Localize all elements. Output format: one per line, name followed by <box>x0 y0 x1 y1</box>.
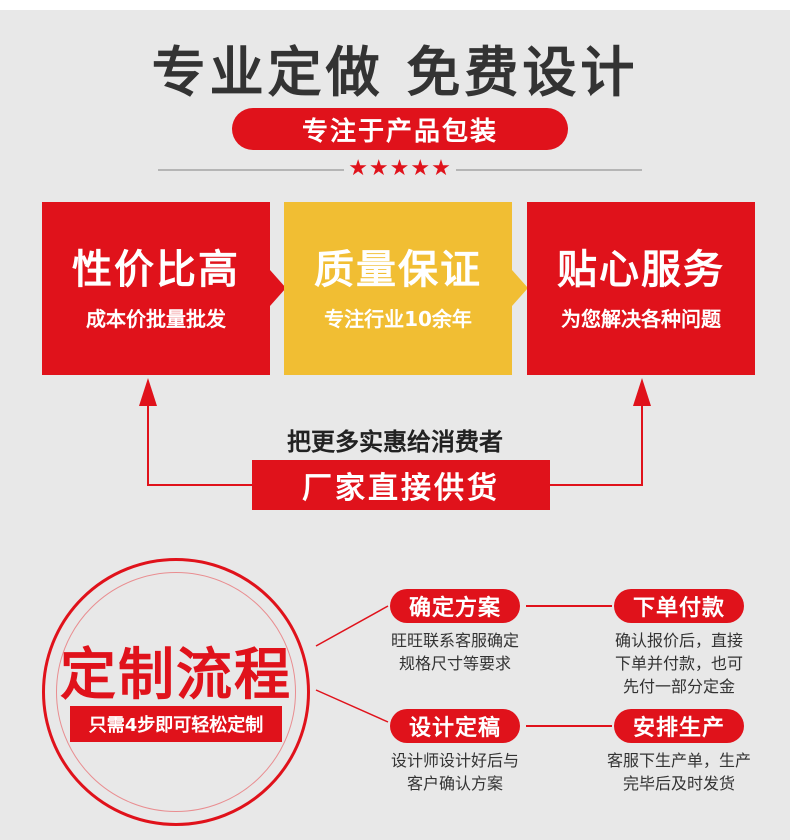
step-connector <box>526 725 612 727</box>
feature-card-service: 贴心服务 为您解决各种问题 <box>527 202 755 375</box>
feature-card-quality: 质量保证 专注行业10余年 <box>284 202 512 375</box>
process-circle <box>42 558 310 826</box>
feature-desc: 专注行业10余年 <box>324 307 472 331</box>
step-desc: 确认报价后，直接 下单并付款，也可 先付一部分定金 <box>590 629 768 698</box>
up-arrow-icon <box>633 378 651 406</box>
feature-title: 性价比高 <box>72 247 240 293</box>
feature-title: 贴心服务 <box>557 247 725 293</box>
desc-line: 完毕后及时发货 <box>622 774 735 793</box>
step-desc: 客服下生产单，生产 完毕后及时发货 <box>586 749 772 795</box>
flow-line <box>549 484 643 486</box>
subtitle-pill: 专注于产品包装 <box>232 108 568 150</box>
step-pill: 下单付款 <box>614 589 744 623</box>
step-desc: 设计师设计好后与 客户确认方案 <box>368 749 542 795</box>
step-pill: 设计定稿 <box>390 709 520 743</box>
divider-right <box>456 169 642 171</box>
step-pill: 安排生产 <box>614 709 744 743</box>
flow-line <box>641 404 643 486</box>
process-connector <box>315 605 389 723</box>
desc-line: 客户确认方案 <box>406 774 503 793</box>
process-title: 定制流程 <box>60 643 292 708</box>
desc-line: 客服下生产单，生产 <box>606 751 751 770</box>
top-strip <box>0 0 790 10</box>
feature-desc: 成本价批量批发 <box>86 307 226 331</box>
desc-line: 规格尺寸等要求 <box>398 654 511 673</box>
desc-line: 设计师设计好后与 <box>390 751 519 770</box>
factory-banner: 厂家直接供货 <box>252 460 550 510</box>
flow-line <box>147 404 149 486</box>
divider-left <box>158 169 344 171</box>
arrow-notch-icon <box>270 270 286 306</box>
feature-card-value: 性价比高 成本价批量批发 <box>42 202 270 375</box>
desc-line: 先付一部分定金 <box>622 677 735 696</box>
step-pill: 确定方案 <box>390 589 520 623</box>
tagline: 把更多实惠给消费者 <box>287 428 503 456</box>
flow-line <box>147 484 253 486</box>
feature-desc: 为您解决各种问题 <box>561 307 721 331</box>
page-headline: 专业定做 免费设计 <box>151 41 639 104</box>
desc-line: 确认报价后，直接 <box>614 631 743 650</box>
rating-stars-icon: ★★★★★ <box>348 156 452 181</box>
process-circle-inner <box>56 572 296 812</box>
step-desc: 旺旺联系客服确定 规格尺寸等要求 <box>368 629 542 675</box>
desc-line: 旺旺联系客服确定 <box>390 631 519 650</box>
feature-title: 质量保证 <box>314 247 482 293</box>
process-subtitle: 只需4步即可轻松定制 <box>70 706 282 742</box>
desc-line: 下单并付款，也可 <box>614 654 743 673</box>
step-connector <box>526 605 612 607</box>
arrow-notch-icon <box>512 270 528 306</box>
up-arrow-icon <box>139 378 157 406</box>
